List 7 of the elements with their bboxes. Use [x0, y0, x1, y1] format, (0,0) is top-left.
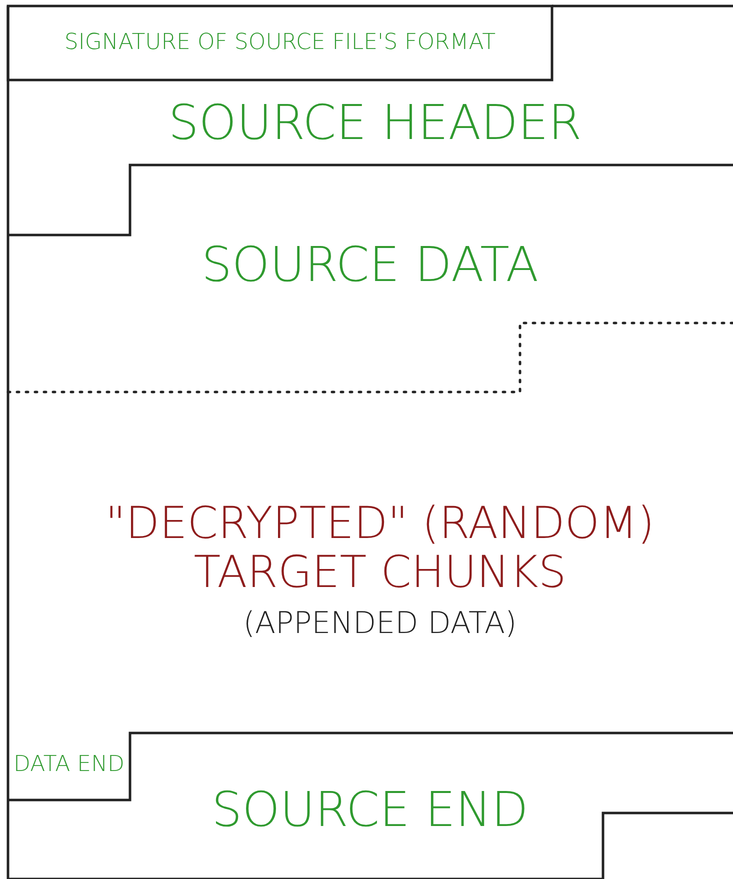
- region-label: "DECRYPTED" (RANDOM) TARGET CHUNKS: [104, 500, 656, 597]
- region-label: SOURCE DATA: [201, 238, 539, 292]
- region-label: DATA END: [14, 752, 124, 778]
- region-note: (APPENDED DATA): [243, 606, 517, 640]
- region-label: SOURCE END: [212, 784, 528, 836]
- region-label: SOURCE HEADER: [168, 96, 582, 150]
- region-label: SIGNATURE OF SOURCE FILE'S FORMAT: [64, 30, 496, 56]
